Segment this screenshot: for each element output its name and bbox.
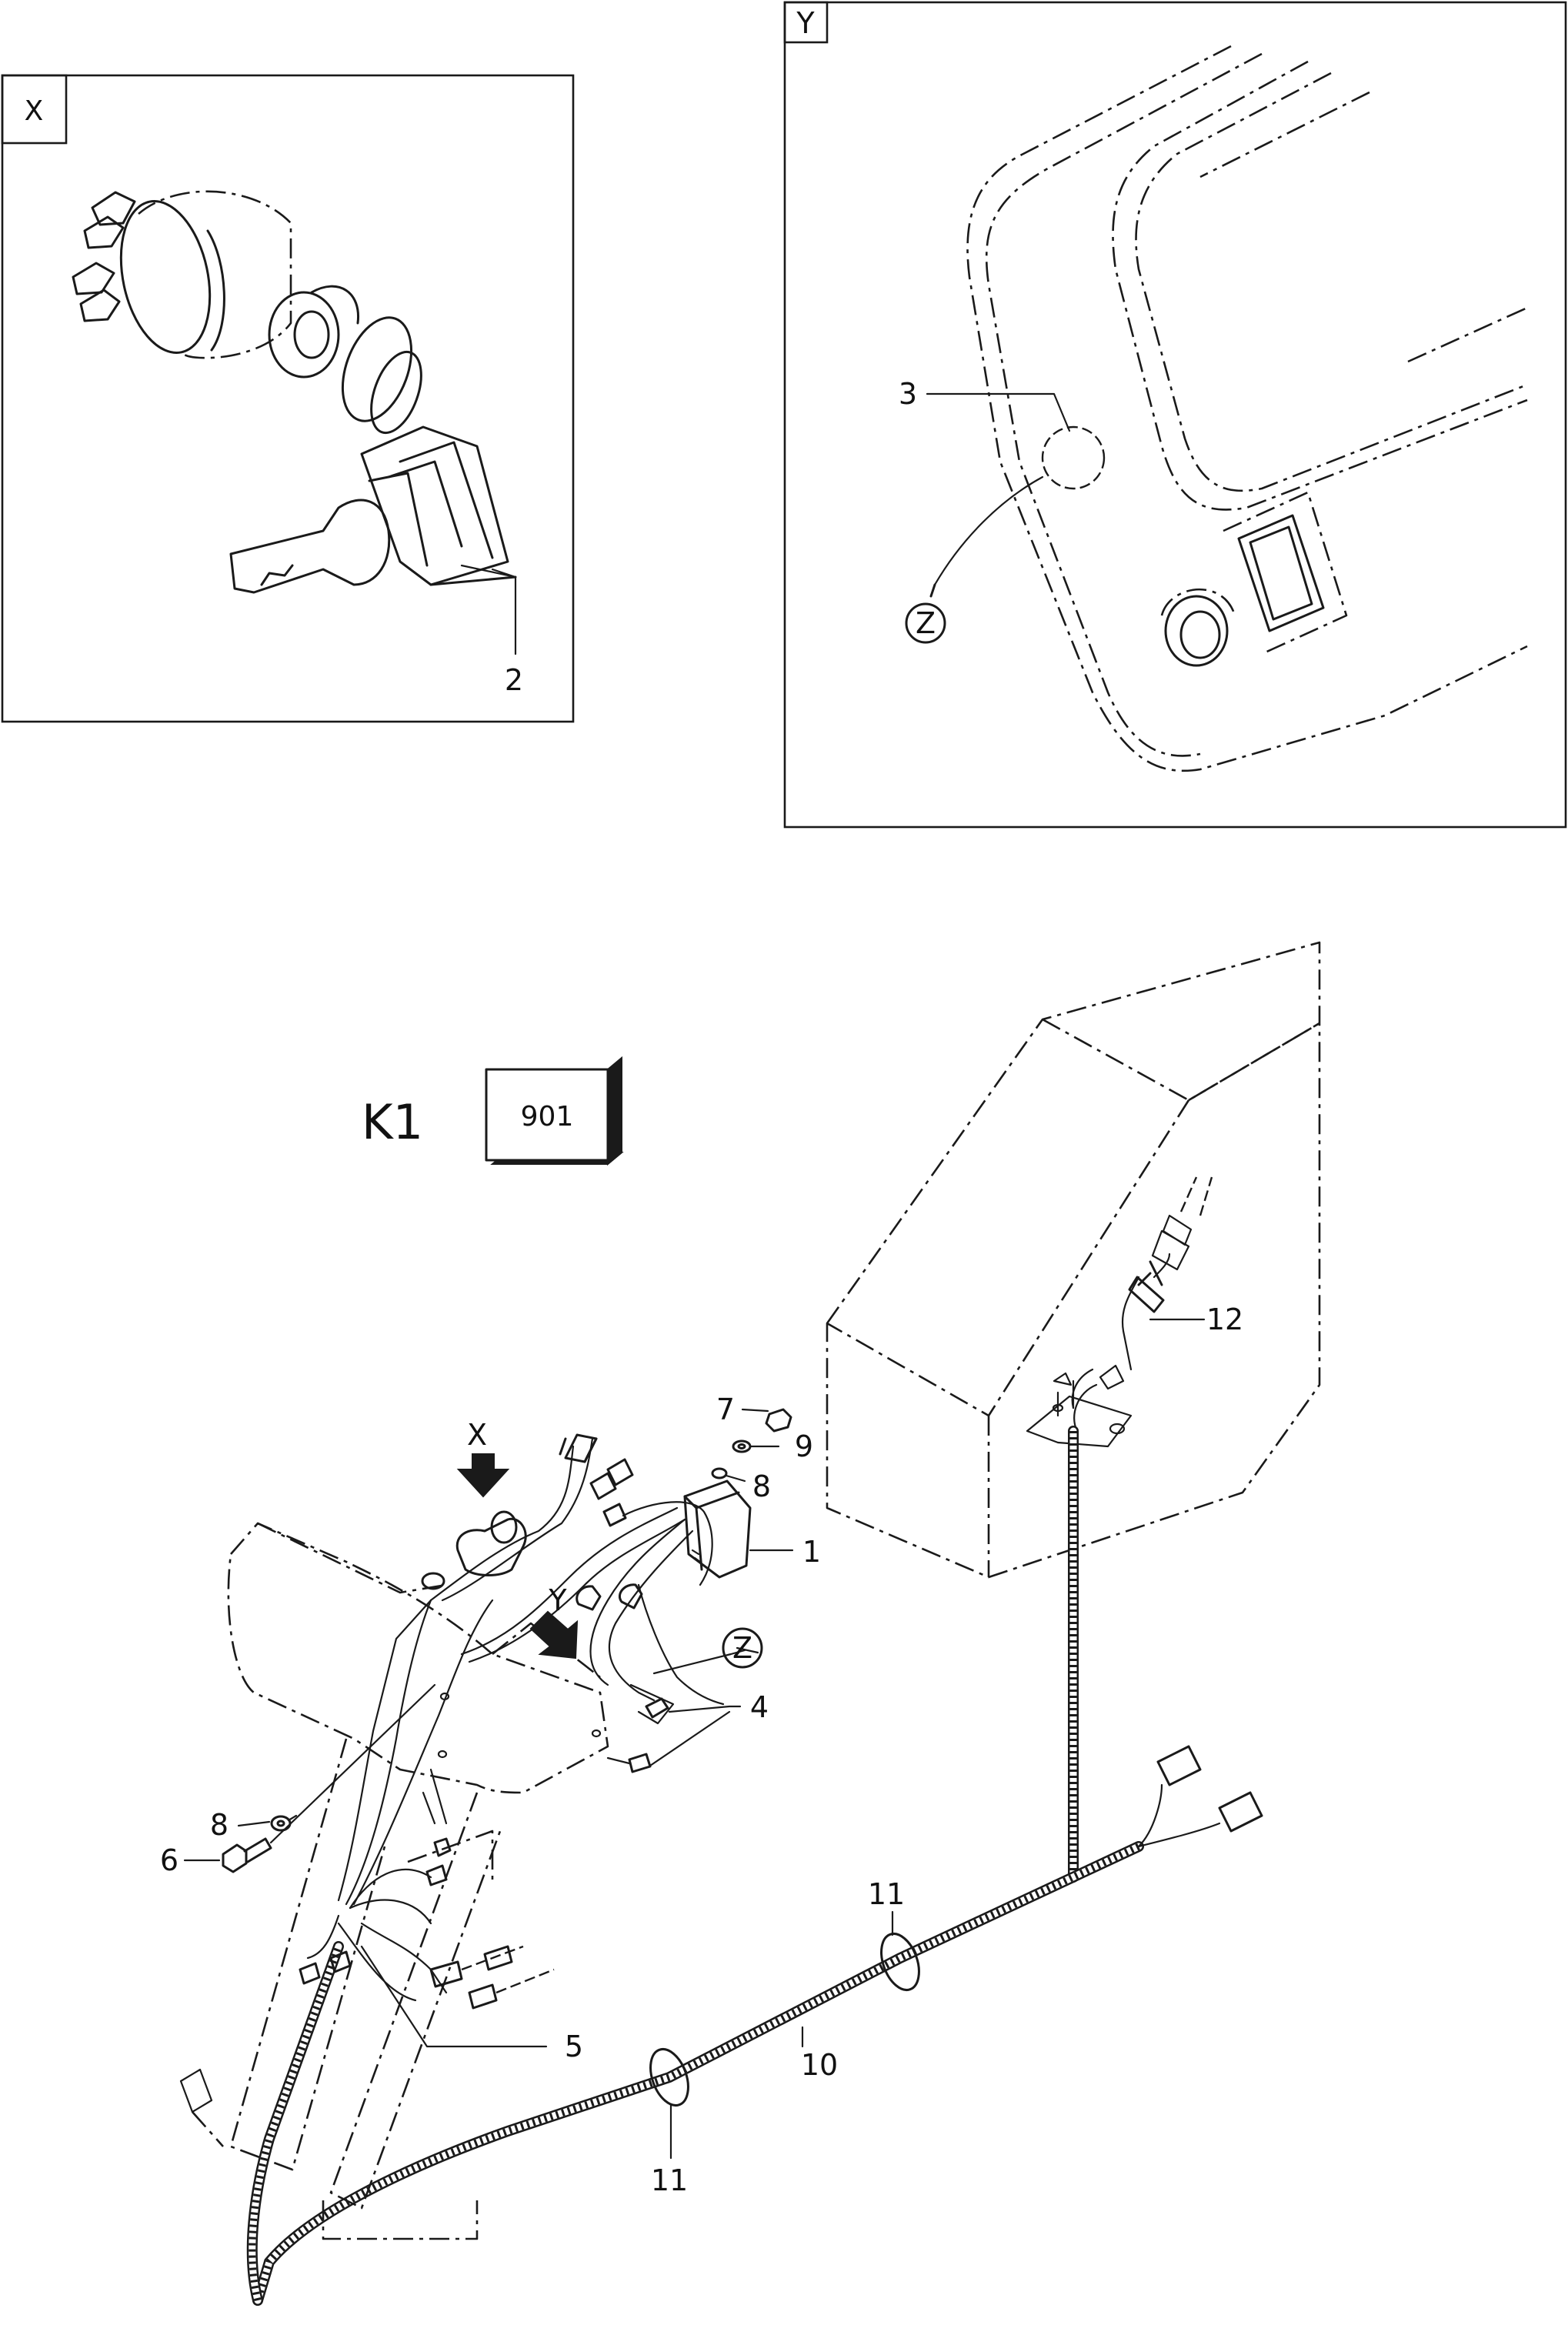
z-ref-detail: Z <box>916 606 936 640</box>
clamp-11-lower <box>649 2048 689 2107</box>
detail-panel-x: X <box>1 74 575 723</box>
callout-6: 6 <box>160 1843 178 1877</box>
steering-column <box>179 1510 675 2240</box>
callout-8a: 8 <box>752 1469 771 1503</box>
callout-11b: 11 <box>651 2163 688 2197</box>
column-harness: 5 <box>299 1599 583 2063</box>
callout-11a: 11 <box>868 1877 905 1911</box>
callout-10: 10 <box>801 2048 838 2082</box>
detail-circle-3 <box>1041 425 1106 490</box>
upper-harness: Z 1 4 7 9 8 <box>429 1393 821 1767</box>
callout-9: 9 <box>795 1429 813 1463</box>
cable-to-z <box>933 475 1044 586</box>
leader-7 <box>741 1408 769 1413</box>
detail-y-frame <box>783 1 1567 829</box>
leader-8b <box>237 1820 271 1827</box>
view-arrows: X Y <box>456 1418 579 1660</box>
section-id: K1 <box>362 1094 423 1150</box>
arrow-y <box>529 1610 579 1660</box>
callout-7: 7 <box>716 1393 735 1426</box>
callout-5: 5 <box>565 2030 583 2063</box>
detail-y-label: Y <box>796 6 815 40</box>
arrow-x <box>456 1453 510 1498</box>
callout-2: 2 <box>505 663 523 697</box>
leader-3 <box>926 392 1071 432</box>
detail-x-tag <box>1 74 68 145</box>
detail-x-label: X <box>25 95 44 127</box>
section-header: K1 901 <box>362 1056 624 1166</box>
main-harness: 11 11 10 <box>246 1745 1263 2306</box>
callout-1: 1 <box>802 1535 821 1569</box>
arrow-y-label: Y <box>548 1583 567 1617</box>
detail-y-tag <box>783 1 829 44</box>
leader-2 <box>460 564 517 655</box>
z-circle-detail <box>905 602 946 644</box>
callout-4: 4 <box>750 1690 769 1724</box>
z-ref-main: Z <box>732 1631 752 1665</box>
z-circle-main <box>722 1627 763 1669</box>
callout-12: 12 <box>1206 1303 1243 1336</box>
callout-8b: 8 <box>210 1808 229 1842</box>
ignition-switch <box>72 190 517 594</box>
arrow-x-label: X <box>467 1418 487 1452</box>
bolt-washer: 8 6 <box>160 1683 436 1877</box>
leader-8a <box>725 1474 746 1483</box>
ref-number: 901 <box>521 1101 574 1132</box>
detail-panel-y: Y Z 3 <box>783 1 1567 829</box>
leader-5 <box>360 1945 548 2048</box>
cab-console: 12 <box>826 941 1321 1579</box>
clamp-11-upper <box>880 1933 920 1991</box>
leader-4 <box>649 1705 742 1767</box>
detail-x-frame <box>1 74 575 723</box>
ref-box: 901 <box>485 1056 624 1166</box>
callout-3: 3 <box>899 377 917 411</box>
